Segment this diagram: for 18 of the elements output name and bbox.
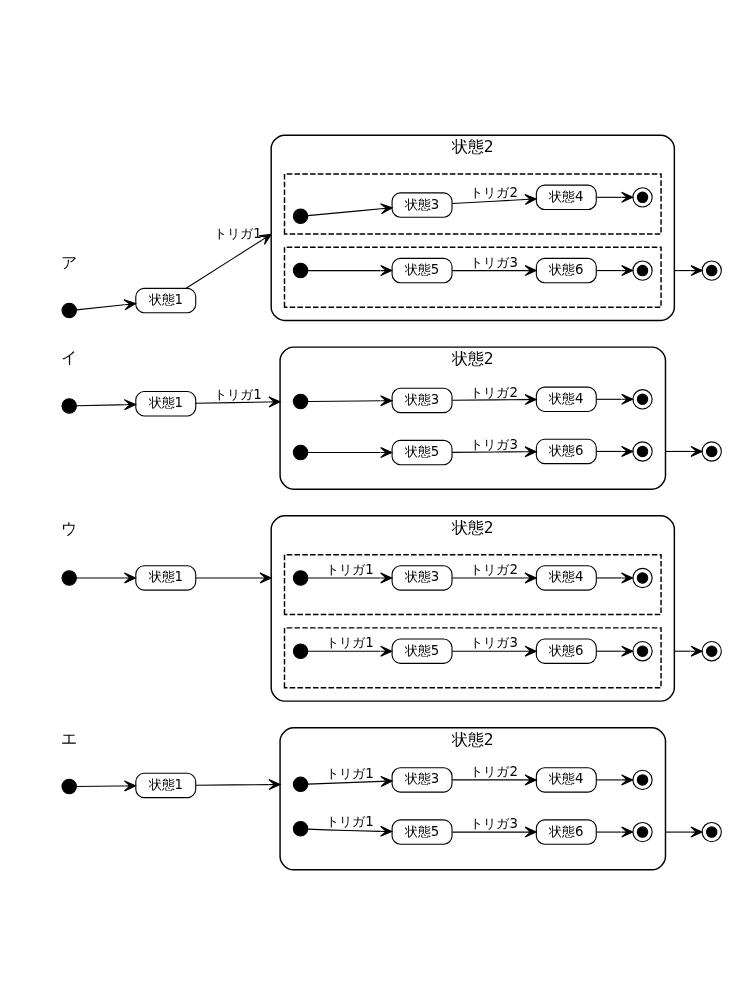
edge-label: トリガ1	[326, 561, 374, 577]
edge-label: トリガ2	[470, 763, 518, 779]
edge-label: トリガ2	[470, 184, 518, 200]
edge-label: トリガ1	[326, 634, 374, 650]
edge-label: トリガ1	[326, 813, 374, 829]
edge-label: トリガ1	[214, 225, 262, 241]
edge-label: トリガ1	[214, 386, 262, 402]
label: ア	[61, 253, 78, 272]
label: エ	[61, 729, 78, 748]
edge-label: トリガ3	[470, 254, 518, 270]
edge-label: トリガ2	[470, 384, 518, 400]
label: ウ	[61, 519, 78, 538]
edge-label: トリガ3	[470, 634, 518, 650]
edge-label: トリガ3	[470, 815, 518, 831]
edge-label: トリガ3	[470, 436, 518, 452]
edge-label: トリガ2	[470, 561, 518, 577]
label: イ	[61, 348, 78, 367]
edge-label: トリガ1	[326, 765, 374, 781]
